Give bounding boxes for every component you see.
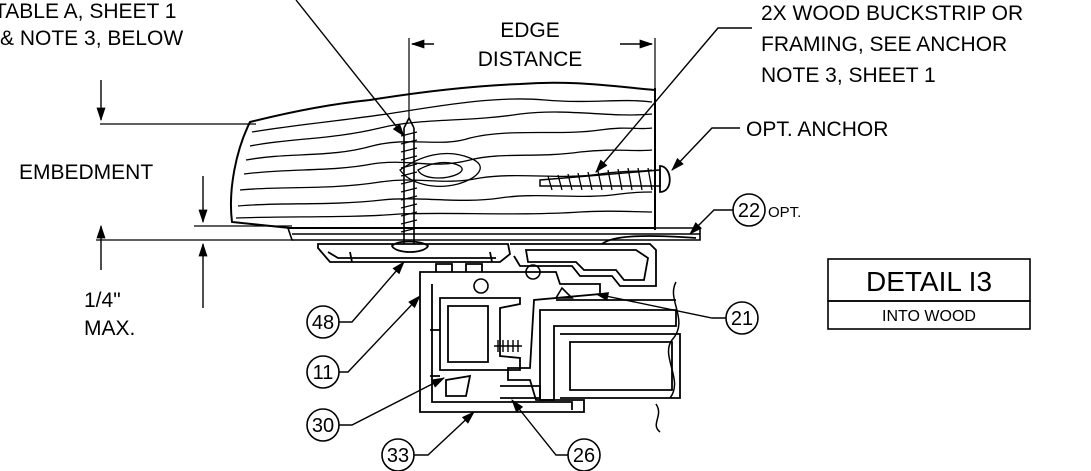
part-tag-22: 22 OPT. (689, 193, 801, 235)
part-tag-33-text: 33 (387, 445, 409, 467)
optional-anchor (539, 165, 671, 193)
embedment-dimension: EMBEDMENT (19, 161, 292, 227)
max-label: MAX. (84, 317, 135, 340)
edge-distance-label-2: DISTANCE (478, 48, 583, 71)
buckstrip-line-1: 2X WOOD BUCKSTRIP OR (761, 2, 1023, 25)
screw-threads (400, 131, 418, 233)
buckstrip-callout: 2X WOOD BUCKSTRIP OR FRAMING, SEE ANCHOR… (595, 2, 1023, 173)
anchor-note-line-1: TABLE A, SHEET 1 (0, 0, 176, 23)
anchor-note-line-2: & NOTE 3, BELOW (0, 27, 183, 50)
part-tag-11: 11 (306, 295, 421, 389)
edge-distance-dimension: EDGE DISTANCE (408, 19, 656, 118)
edge-distance-label-1: EDGE (500, 19, 560, 42)
part-tag-21-text: 21 (731, 308, 753, 330)
part-tag-48: 48 (306, 261, 405, 339)
quarter-inch-label: 1/4" (84, 289, 121, 312)
subsill-receptor (317, 235, 697, 287)
part-tag-21: 21 (594, 292, 759, 335)
part-tag-22-text: 22 (738, 200, 760, 222)
embedment-label: EMBEDMENT (19, 161, 153, 184)
part-tag-30-text: 30 (312, 415, 334, 437)
shim-plate (286, 227, 701, 241)
part-tag-30: 30 (306, 377, 446, 442)
top-of-wood-reference (96, 80, 256, 125)
part-tag-26-text: 26 (573, 445, 595, 467)
buckstrip-line-2: FRAMING, SEE ANCHOR (761, 33, 1007, 56)
detail-subtitle: INTO WOOD (882, 308, 976, 325)
part-tag-26: 26 (511, 399, 601, 471)
wood-grain-lines (235, 98, 653, 219)
anchor-note-callout: TABLE A, SHEET 1 & NOTE 3, BELOW (0, 0, 405, 137)
part-tag-33: 33 (381, 411, 475, 471)
detail-title-block: DETAIL I3 INTO WOOD (827, 258, 1031, 330)
opt-anchor-label: OPT. ANCHOR (746, 118, 888, 141)
opt-anchor-callout: OPT. ANCHOR (671, 118, 888, 171)
part-tag-11-text: 11 (313, 362, 334, 384)
glazing-gasket-and-setting-screw (473, 264, 574, 352)
wood-buckstrip (229, 81, 656, 230)
part-tag-48-text: 48 (312, 312, 334, 334)
detail-title: DETAIL I3 (866, 266, 992, 297)
buckstrip-line-3: NOTE 3, SHEET 1 (761, 64, 936, 87)
screw-anchor (390, 116, 430, 253)
opt-small-label: OPT. (768, 204, 801, 221)
glass-break-lines (655, 281, 680, 433)
quarter-inch-max-dimension: 1/4" MAX. (84, 224, 294, 340)
